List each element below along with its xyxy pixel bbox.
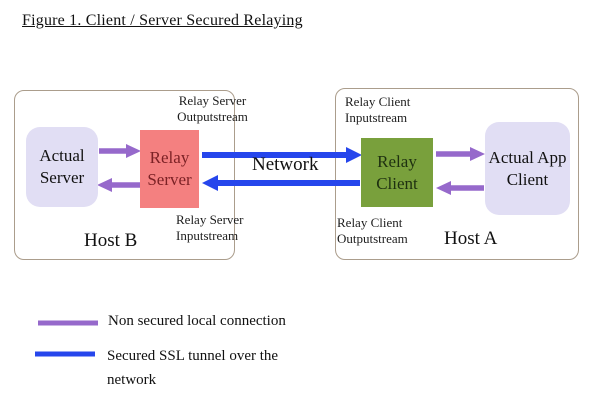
label-relay-client-outputstream: Relay Client Outputstream bbox=[337, 215, 408, 247]
label-line: Relay Client bbox=[345, 94, 411, 109]
label-line: Relay Server bbox=[178, 93, 247, 108]
node-actual-server: Actual Server bbox=[26, 127, 98, 207]
node-actual-app-client: Actual App Client bbox=[485, 122, 570, 215]
label-line: Outputstream bbox=[337, 231, 408, 246]
node-relay-server: Relay Server bbox=[140, 130, 199, 208]
label-network: Network bbox=[252, 154, 319, 175]
legend-item-secured-ssl: Secured SSL tunnel over the network bbox=[107, 348, 279, 388]
label-line: Relay Client bbox=[337, 215, 403, 230]
label-host-b: Host B bbox=[84, 230, 138, 251]
label-line: Inputstream bbox=[345, 110, 408, 125]
label-line: Relay Server bbox=[176, 212, 244, 227]
label-line: Outputstream bbox=[177, 109, 248, 124]
host-b-container bbox=[14, 90, 235, 260]
host-a-container bbox=[335, 88, 579, 260]
figure-title: Figure 1. Client / Server Secured Relayi… bbox=[22, 12, 303, 29]
label-relay-server-outputstream: Relay Server Outputstream bbox=[165, 93, 260, 125]
node-relay-client: Relay Client bbox=[361, 138, 433, 207]
label-relay-server-inputstream: Relay Server Inputstream bbox=[176, 212, 244, 244]
label-relay-client-inputstream: Relay Client Inputstream bbox=[345, 94, 410, 126]
label-line: Inputstream bbox=[176, 228, 239, 243]
legend-item-non-secured: Non secured local connection bbox=[108, 313, 286, 329]
label-host-a: Host A bbox=[444, 228, 498, 249]
